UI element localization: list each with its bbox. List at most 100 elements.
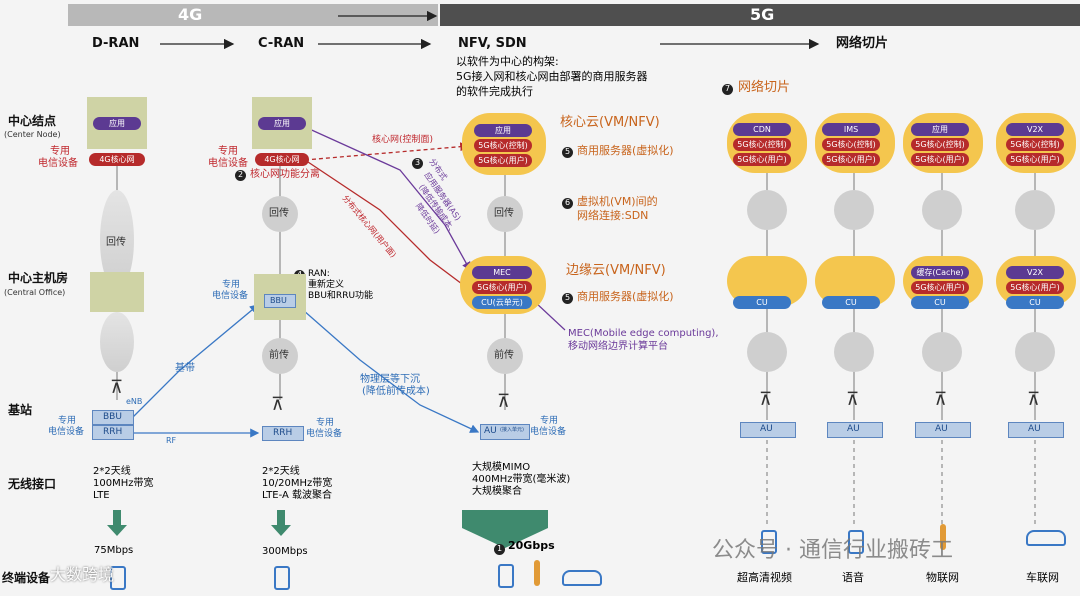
cran-phy-1: 物理层等下沉 — [360, 374, 420, 385]
slice2-top-1: IMS — [822, 123, 880, 136]
slice2-backhaul-circle — [834, 190, 874, 230]
row-label-base-station: 基站 — [8, 403, 33, 417]
slice1-top-3: 5G核心(用户) — [733, 153, 791, 166]
slice4-backhaul-circle — [1015, 190, 1055, 230]
nfv-mec-desc-2: 移动网络边界计算平台 — [568, 341, 668, 352]
nfv-fronthaul-label: 前传 — [494, 350, 514, 361]
slice1-fronthaul-circle — [747, 332, 787, 372]
dran-bbu-box: BBU — [92, 410, 134, 425]
nfv-backhaul-circle — [487, 196, 523, 232]
row-label-center-node: 中心结点 — [8, 114, 57, 128]
stage-d-ran: D-RAN — [92, 36, 140, 51]
cran-ran-2: 重新定义 — [308, 280, 345, 290]
cran-speed: 300Mbps — [262, 546, 308, 557]
phone-icon — [848, 530, 864, 554]
phone-icon — [274, 566, 290, 590]
nfv-mec-desc-1: MEC(Mobile edge computing), — [568, 328, 719, 339]
dran-backhaul-label: 回传 — [106, 237, 126, 248]
slice3-top-2: 5G核心(控制) — [911, 138, 969, 151]
nfv-srv-badge: 5 — [562, 147, 573, 158]
nfv-srv2-badge: 5 — [562, 293, 573, 304]
stage-slicing: 网络切片 — [836, 36, 889, 51]
thermometer-icon — [940, 524, 946, 550]
slice1-backhaul-circle — [747, 190, 787, 230]
slice2-au: AU — [827, 422, 883, 438]
nfv-core-ctrl: 5G核心(控制) — [474, 139, 532, 152]
phone-icon — [110, 566, 126, 590]
cran-fronthaul-label: 前传 — [269, 350, 289, 361]
nfv-au-box: AU (接入单元) — [480, 424, 530, 440]
nfv-step3-badge: 3 — [412, 158, 423, 169]
dran-speed: 75Mbps — [94, 545, 134, 556]
dran-core-node: 应用 4G核心网 — [87, 97, 147, 166]
nfv-core-cloud-title: 核心云(VM/NFV) — [560, 115, 660, 130]
nfv-edge-user: 5G核心(用户) — [472, 281, 532, 294]
thermometer-icon — [534, 560, 540, 586]
dran-dedicated-label-2: 电信设备 — [38, 158, 78, 169]
nfv-spec-1: 大规模MIMO — [472, 462, 531, 473]
slice3-backhaul-circle — [922, 190, 962, 230]
dran-spec-2: 100MHz带宽 — [93, 478, 154, 489]
header-5g-label: 5G — [750, 5, 775, 24]
cran-rf-label: RF — [166, 436, 177, 445]
slice1-top-1: CDN — [733, 123, 791, 136]
slice4-label: 车联网 — [1026, 571, 1059, 584]
slice3-label: 物联网 — [926, 571, 959, 584]
stage-c-ran: C-RAN — [258, 36, 305, 51]
nfv-speed: 20Gbps — [508, 539, 555, 552]
nfv-backhaul-label: 回传 — [494, 208, 514, 219]
watermark-left: 大数跨境 — [50, 565, 115, 584]
slice4-edge-1: V2X — [1006, 266, 1064, 279]
dran-rrh-label: RRH — [103, 427, 123, 437]
dran-bs-dedicated-2: 电信设备 — [48, 427, 85, 437]
car-icon — [1026, 530, 1066, 546]
stage-nfv-sdn: NFV, SDN — [458, 36, 527, 51]
dran-rrh-box: RRH — [92, 425, 134, 440]
slice2-tower-icon: ⊼ — [846, 389, 860, 410]
row-label-center-node-en: (Center Node) — [4, 130, 61, 139]
cran-rrh-dedicated-1: 专用 — [316, 418, 335, 428]
header-4g-label: 4G — [178, 5, 203, 24]
slice3-edge-1: 缓存(Cache) — [911, 266, 969, 279]
slice3-cu: CU — [911, 296, 969, 309]
cran-dedicated-label-2: 电信设备 — [208, 158, 248, 169]
cran-spec-2: 10/20MHz带宽 — [262, 478, 333, 489]
cran-tower-icon: ⊼ — [271, 394, 285, 415]
slice1-top-2: 5G核心(控制) — [733, 138, 791, 151]
cran-core-separation: 核心网功能分离 — [250, 169, 320, 180]
slice3-au: AU — [915, 422, 971, 438]
nfv-core-app: 应用 — [474, 124, 532, 137]
phone-icon — [761, 530, 777, 554]
slice2-fronthaul-circle — [834, 332, 874, 372]
cran-backhaul-circle — [262, 196, 298, 232]
cran-app-pill: 应用 — [258, 117, 306, 130]
slice1-cu: CU — [733, 296, 791, 309]
cran-baseband-label: 基带 — [175, 363, 195, 374]
slice4-cu: CU — [1006, 296, 1064, 309]
slice2-top-2: 5G核心(控制) — [822, 138, 880, 151]
nfv-speed-badge: 1 — [494, 544, 505, 555]
row-label-terminal: 终端设备 — [2, 571, 51, 585]
nfv-core-user: 5G核心(用户) — [474, 154, 532, 167]
cran-spec-3: LTE-A 载波聚合 — [262, 490, 333, 501]
slice2-cu: CU — [822, 296, 880, 309]
slice2-top-3: 5G核心(用户) — [822, 153, 880, 166]
cran-bbu-node: BBU — [254, 274, 306, 320]
cran-ran-1: RAN: — [308, 269, 330, 279]
slice3-tower-icon: ⊼ — [934, 389, 948, 410]
dran-bbu-label: BBU — [103, 412, 122, 422]
slice2-label: 语音 — [842, 571, 864, 584]
cran-backhaul-label: 回传 — [269, 208, 289, 219]
cran-dedicated-label-1: 专用 — [218, 146, 238, 157]
dran-app-pill: 应用 — [93, 117, 141, 130]
slice4-au: AU — [1008, 422, 1064, 438]
nfv-srv-label: 商用服务器(虚拟化) — [577, 144, 674, 157]
nfv-sdn-2: 网络连接:SDN — [577, 209, 649, 222]
slice4-fronthaul-circle — [1015, 332, 1055, 372]
slice1-tower-icon: ⊼ — [759, 389, 773, 410]
row-label-central-office-en: (Central Office) — [4, 288, 66, 297]
dran-tower-icon: ⊼ — [110, 377, 124, 398]
cran-rrh-box: RRH — [262, 426, 304, 441]
nfv-edge-cloud-title: 边缘云(VM/NFV) — [566, 263, 666, 278]
cran-core-node: 应用 — [252, 97, 312, 149]
